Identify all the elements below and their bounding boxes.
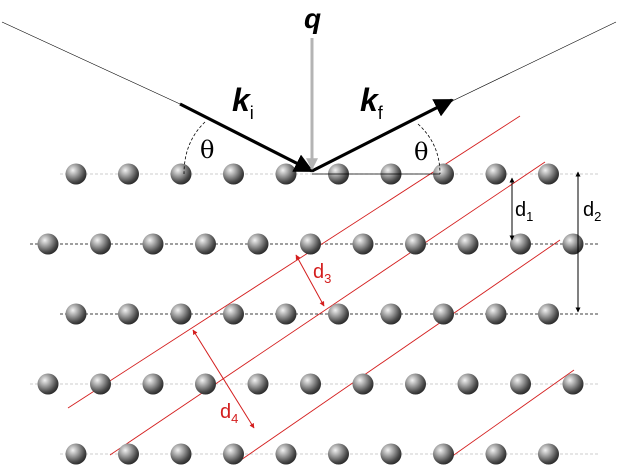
d4-arrow [192,329,255,429]
lattice-atom [37,233,59,255]
lattice-atom [510,233,531,255]
lattice-atom [275,163,297,185]
lattice-atom [352,233,374,255]
lattice-atom [405,233,426,255]
lattice-atom [118,303,139,325]
d3-label: d3 [313,261,331,286]
lattice-atom [170,163,192,185]
lattice-atom [65,443,87,465]
lattice-atom [538,443,559,465]
lattice-atom [247,373,269,395]
kf-label: kf [360,82,384,123]
lattice-atom [195,373,216,395]
lattice-atom [300,373,321,395]
lattice-atom [328,303,349,325]
lattice-atom [380,303,402,325]
theta-left-label: θ [200,136,214,164]
lattice-atom [223,443,244,465]
lattice-atom [90,233,111,255]
lattice-atom [37,373,59,395]
lattice-atom [433,163,454,185]
lattice-atom [457,233,479,255]
lattice-atom [433,443,454,465]
lattice-plane-line [67,115,521,409]
lattice-atom [65,163,87,185]
lattice-atom [457,373,479,395]
d1-label: d1 [515,199,533,224]
lattice-atom [300,233,321,255]
scattered-beam-line [445,21,617,105]
ki-vector-arrow [179,102,314,173]
lattice-atom [380,443,402,465]
lattice-atoms [37,163,584,465]
theta-arc-right [417,123,441,175]
lattice-atom [562,233,584,255]
lattice-atom [118,163,139,185]
lattice-atom [562,373,584,395]
lattice-atom [485,443,507,465]
lattice-atom [142,233,164,255]
lattice-atom [223,303,244,325]
theta-arc-left [183,121,206,175]
theta-right-label: θ [414,138,428,166]
lattice-plane-line [237,239,561,463]
lattice-atom [485,163,507,185]
q-label: q [304,3,321,34]
lattice-atom [538,163,559,185]
lattice-atom [352,373,374,395]
lattice-atom [510,373,531,395]
lattice-atom [275,443,297,465]
lattice-atom [405,373,426,395]
lattice-atom [485,303,507,325]
lattice-atom [90,373,111,395]
lattice-atom [247,233,269,255]
lattice-atom [195,233,216,255]
lattice-atom [118,443,139,465]
lattice-atom [328,443,349,465]
lattice-plane-line [443,369,575,463]
lattice-atom [223,163,244,185]
lattice-atom [275,303,297,325]
d3-arrow [295,254,325,307]
lattice-atom [65,303,87,325]
lattice-atom [170,443,192,465]
lattice-atom [142,373,164,395]
lattice-atom [538,303,559,325]
lattice-atom [170,303,192,325]
kf-vector-arrow [311,98,454,173]
lattice-plane-line [109,161,546,456]
ki-label: ki [232,82,254,123]
lattice-atom [433,303,454,325]
d2-label: d2 [583,199,601,224]
incident-beam-line [1,21,181,105]
d4-label: d4 [220,401,238,426]
